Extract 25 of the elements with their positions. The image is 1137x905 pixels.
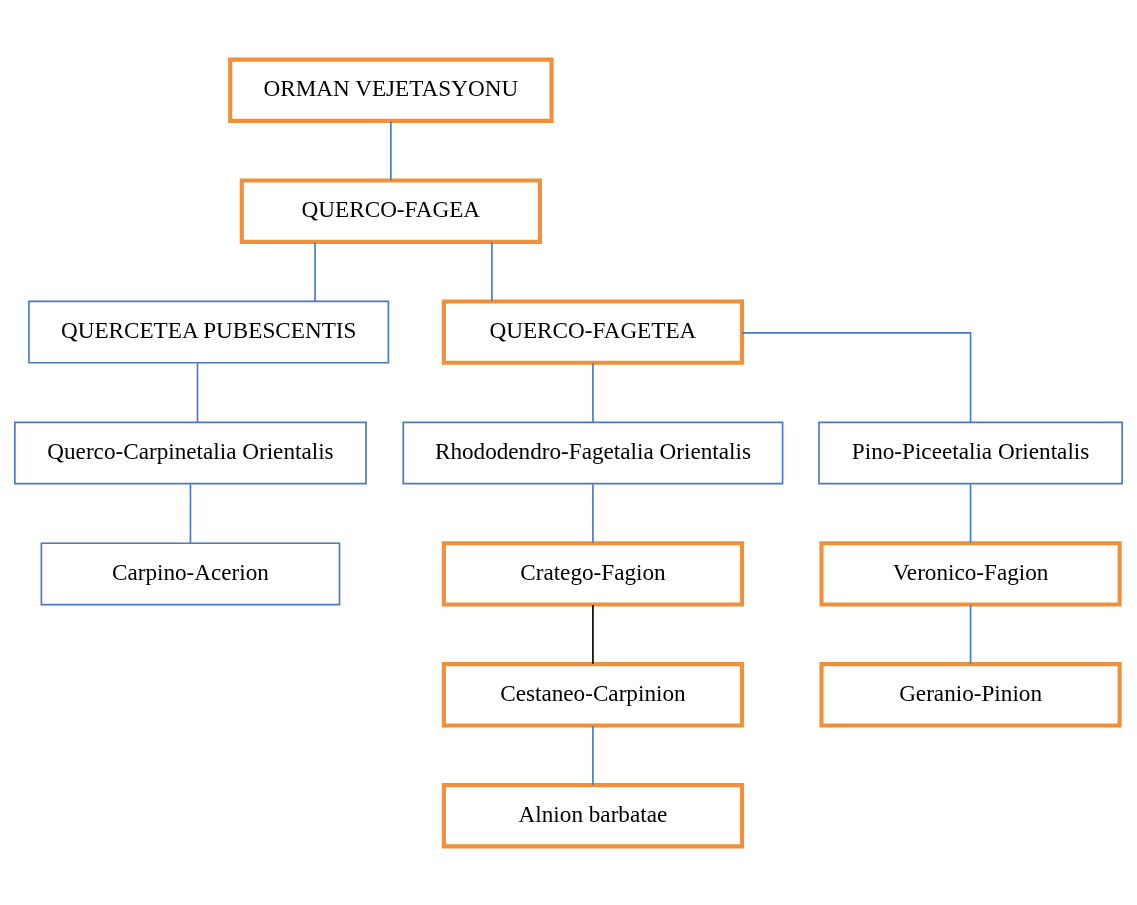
connector [196, 361, 199, 423]
connector [390, 120, 392, 181]
node-box: ORMAN VEJETASYONU [228, 57, 554, 123]
node-box: Rhododendro-Fagetalia Orientalis [402, 421, 784, 484]
connector [592, 603, 594, 665]
node-box: Carpino-Acerion [40, 541, 341, 605]
node-box: Alnion barbatae [441, 782, 745, 848]
node-box: QUERCO-FAGETEA [441, 298, 745, 365]
connector [592, 724, 594, 786]
connector [741, 331, 972, 423]
connector [969, 603, 972, 665]
node-box: Veronico-Fagion [819, 540, 1122, 607]
connector [314, 241, 316, 302]
connector [592, 361, 594, 423]
connector [189, 482, 192, 544]
node-box: Cestaneo-Carpinion [441, 661, 745, 728]
connector [969, 482, 972, 544]
node-box: Pino-Piceetalia Orientalis [818, 421, 1123, 484]
node-box: QUERCO-FAGEA [239, 177, 542, 244]
connector [592, 482, 594, 544]
node-box: Querco-Carpinetalia Orientalis [14, 421, 367, 484]
node-box: QUERCETEA PUBESCENTIS [28, 300, 390, 364]
connector [491, 241, 493, 302]
node-box: Cratego-Fagion [441, 540, 745, 607]
node-box: Geranio-Pinion [819, 661, 1122, 728]
